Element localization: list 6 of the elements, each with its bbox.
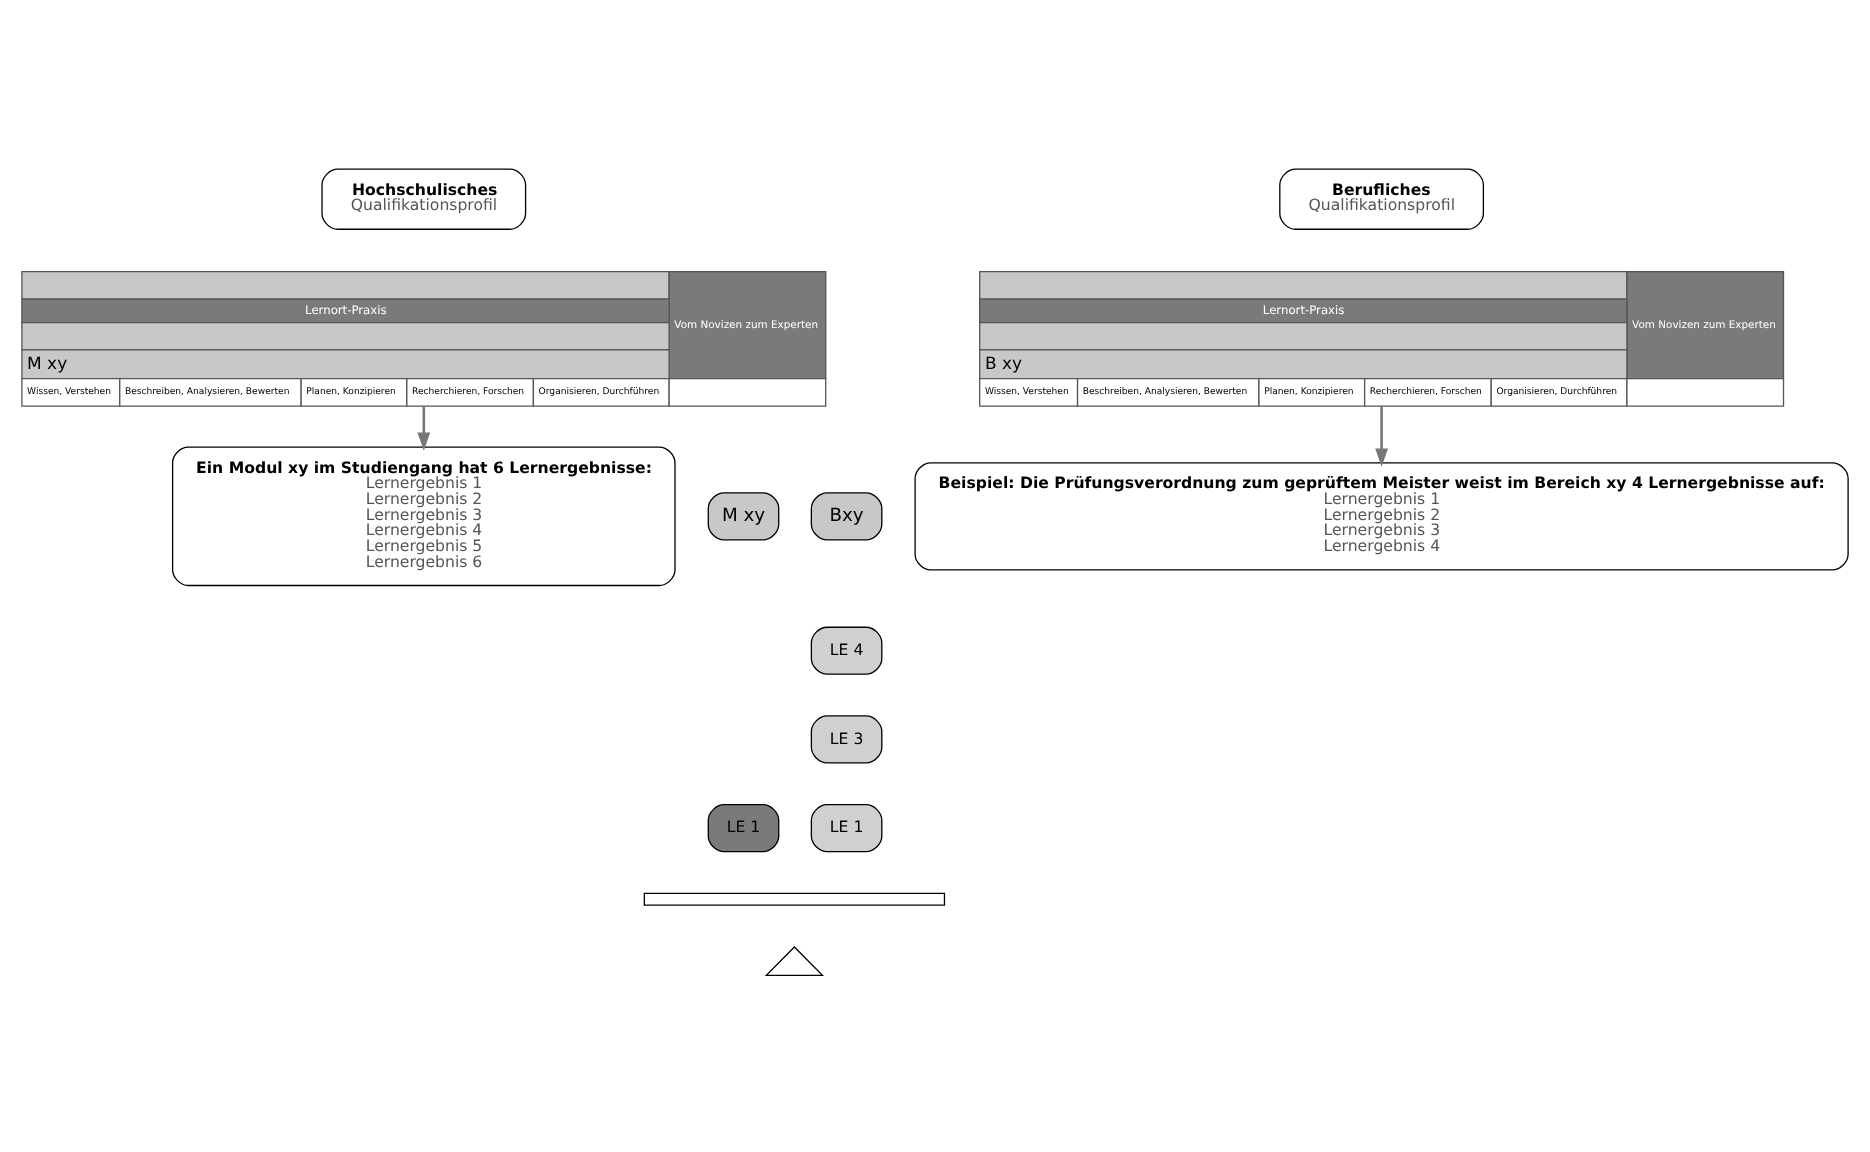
node-box: Bxy xyxy=(810,491,883,540)
arrow xyxy=(1375,404,1388,466)
node-bar xyxy=(643,891,946,905)
node-box: M xy xyxy=(707,491,780,540)
node-triangle xyxy=(764,945,824,975)
arrow xyxy=(417,404,431,450)
